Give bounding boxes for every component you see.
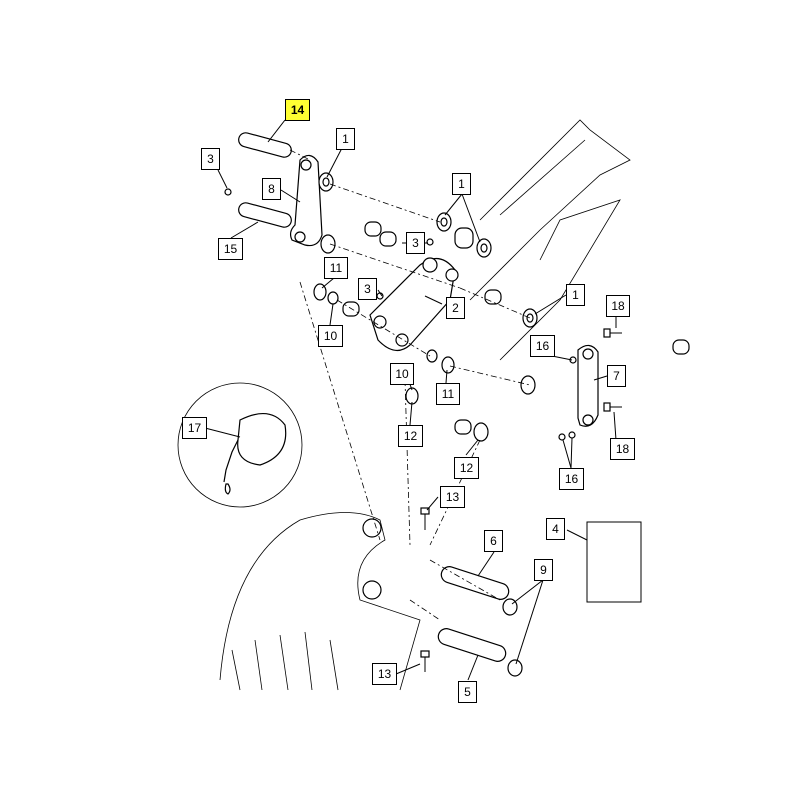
bucket-drawing [219, 512, 421, 691]
callout-13[interactable]: 13 [372, 663, 397, 685]
callout-6[interactable]: 6 [484, 530, 503, 552]
callout-2[interactable]: 2 [446, 297, 465, 319]
callout-13[interactable]: 13 [440, 486, 465, 508]
callout-18[interactable]: 18 [610, 438, 635, 460]
pins [238, 132, 510, 662]
callout-3[interactable]: 3 [406, 232, 425, 254]
callout-3[interactable]: 3 [358, 278, 377, 300]
callout-12[interactable]: 12 [398, 425, 423, 447]
callout-18[interactable]: 18 [606, 295, 630, 317]
lever-2 [369, 257, 459, 351]
callout-10[interactable]: 10 [318, 325, 343, 347]
callout-8[interactable]: 8 [262, 178, 281, 200]
callout-12[interactable]: 12 [454, 457, 479, 479]
callout-11[interactable]: 11 [324, 257, 348, 279]
callout-1[interactable]: 1 [452, 173, 471, 195]
link-8 [289, 154, 323, 247]
dipper-arm-drawing [469, 119, 631, 361]
link-7 [577, 344, 599, 427]
callout-5[interactable]: 5 [458, 681, 477, 703]
callout-3[interactable]: 3 [201, 148, 220, 170]
callout-10[interactable]: 10 [390, 363, 414, 385]
part-4-box [586, 521, 642, 603]
callout-7[interactable]: 7 [607, 365, 626, 387]
callout-4[interactable]: 4 [546, 518, 565, 540]
callout-16[interactable]: 16 [530, 335, 555, 357]
callout-11[interactable]: 11 [436, 383, 460, 405]
callout-15[interactable]: 15 [218, 238, 243, 260]
callout-1[interactable]: 1 [336, 128, 355, 150]
leader-lines [204, 119, 617, 681]
bushings [342, 221, 690, 435]
callout-1[interactable]: 1 [566, 284, 585, 306]
callout-17[interactable]: 17 [182, 417, 207, 439]
callout-14[interactable]: 14 [285, 99, 310, 121]
washers [313, 172, 538, 677]
callout-9[interactable]: 9 [534, 559, 553, 581]
grease-detail-inset [177, 382, 303, 508]
callout-16[interactable]: 16 [559, 468, 584, 490]
